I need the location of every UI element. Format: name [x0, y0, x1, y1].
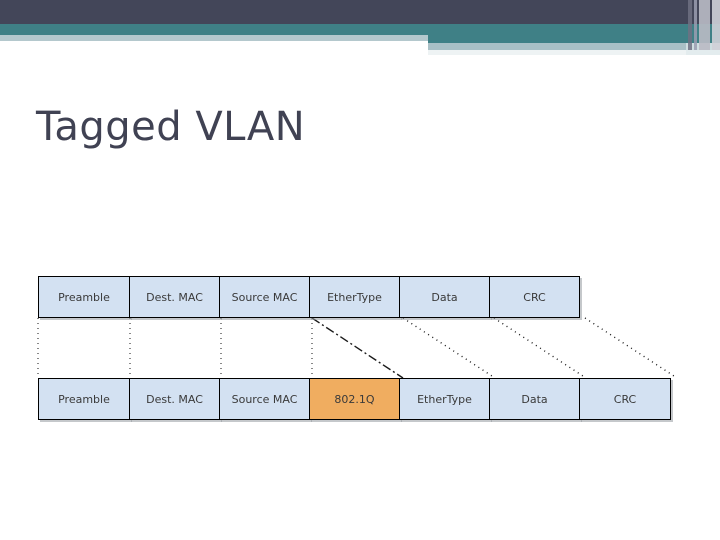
frame-field-dest-mac: Dest. MAC [129, 378, 220, 420]
frame-field-crc: CRC [579, 378, 671, 420]
frame-field-ethertype: EtherType [399, 378, 490, 420]
header-pale-band-mid [428, 43, 686, 50]
frame-field-802-1q: 802.1Q [309, 378, 400, 420]
header-faint-band [428, 50, 686, 55]
frame-field-ethertype: EtherType [309, 276, 400, 318]
frame-field-label: Preamble [58, 290, 110, 304]
header-teal-band-right [428, 35, 720, 43]
frame-field-preamble: Preamble [38, 378, 130, 420]
frame-field-data: Data [399, 276, 490, 318]
frame-field-label: Preamble [58, 392, 110, 406]
frame-field-data: Data [489, 378, 580, 420]
frame-field-label: Source MAC [231, 290, 298, 304]
header-stripe-2 [694, 0, 697, 50]
frame-field-label: EtherType [417, 392, 472, 406]
frame-field-label: Dest. MAC [146, 290, 203, 304]
frame-field-preamble: Preamble [38, 276, 130, 318]
frame-field-label: Data [431, 290, 458, 304]
header-teal-band [0, 24, 720, 35]
frame-field-crc: CRC [489, 276, 580, 318]
frame-field-label: 802.1Q [334, 392, 375, 406]
frame-field-label: Source MAC [231, 392, 298, 406]
header-faint-band-right [686, 50, 720, 55]
untagged-frame-row: Preamble Dest. MAC Source MAC EtherType Data… [38, 276, 580, 318]
frame-field-label: CRC [613, 392, 637, 406]
header-dark-band [0, 0, 720, 24]
header-stripe-3 [699, 0, 710, 50]
connector-dashdot [311, 317, 404, 379]
frame-field-dest-mac: Dest. MAC [129, 276, 220, 318]
frame-field-label: Dest. MAC [146, 392, 203, 406]
tagged-frame-row: Preamble Dest. MAC Source MAC 802.1Q EtherTy… [38, 378, 671, 420]
frame-field-label: Data [521, 392, 548, 406]
frame-field-label: CRC [523, 290, 546, 304]
header-stripe-4 [712, 0, 720, 50]
slide-title: Tagged VLAN [36, 104, 306, 150]
connector-diagonal-dotted-0 [402, 317, 496, 379]
connector-diagonal-dotted-1 [493, 317, 587, 379]
connector-diagonal-dotted-2 [584, 317, 678, 379]
frame-field-source-mac: Source MAC [219, 276, 310, 318]
frame-field-label: EtherType [327, 290, 382, 304]
header-stripe-1 [688, 0, 692, 50]
header-pale-band-left [0, 35, 428, 41]
frame-field-source-mac: Source MAC [219, 378, 310, 420]
